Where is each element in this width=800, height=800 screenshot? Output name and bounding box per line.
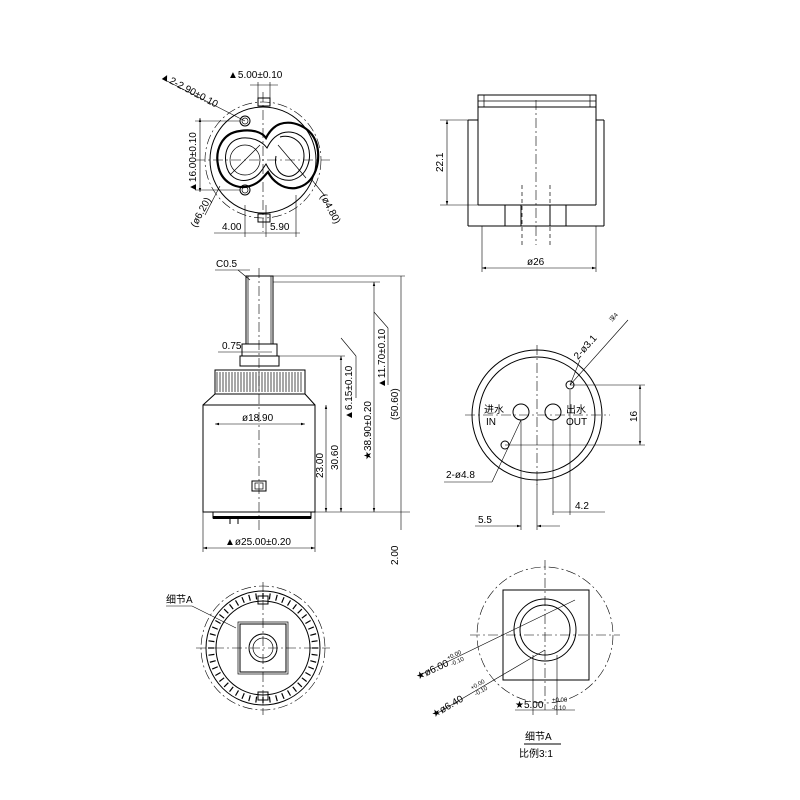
dim-0-75: 0.75	[222, 341, 242, 352]
dim-5-90: 5.90	[270, 222, 290, 233]
detail-a-view: ★ø6.00 +0.00 -0.10 ★ø6.40 +0.00 -0.10 ★5…	[415, 560, 620, 760]
top-view: ▲5.00±0.10 ▲2-2.90±0.10 ▲16.00±0.10 (ø6.…	[159, 70, 342, 237]
dim-2-d3-1: 2-ø3.1	[572, 333, 600, 362]
tol-5-00-upper: +0.00	[552, 698, 568, 704]
dim-5-5: 5.5	[478, 515, 492, 526]
side-section-view: 22.1 ø26	[435, 94, 605, 272]
dim-11-70: ▲11.70±0.10	[377, 328, 388, 388]
dim-5-00-top: ▲5.00±0.10	[228, 70, 283, 81]
dim-16: 16	[629, 410, 640, 422]
dim-depth-4: 深4	[608, 311, 621, 324]
tol-5-00-lower: -0.10	[552, 706, 566, 712]
dim-d26: ø26	[527, 257, 545, 268]
dim-2-2-90: ▲2-2.90±0.10	[159, 71, 220, 111]
detail-a-scale: 比例3:1	[519, 747, 553, 760]
outlet-label-cn: 出水	[566, 403, 586, 416]
dim-4-2: 4.2	[575, 501, 589, 512]
base-view: 细节A	[166, 582, 330, 715]
bottom-view: 进水 IN 出水 OUT 2-ø3.1 深4 16 2-ø4.8 5.5 4.2	[444, 311, 645, 530]
dim-d6-20: (ø6.20)	[189, 196, 214, 230]
inlet-label-cn: 进水	[484, 404, 504, 416]
dim-2-d4-8: 2-ø4.8	[446, 470, 475, 481]
dim-30-60: 30.60	[330, 445, 341, 470]
dim-16-00: ▲16.00±0.10	[188, 132, 199, 192]
dim-d6-00: ★ø6.00	[415, 658, 451, 683]
dim-2-00: 2.00	[390, 545, 401, 565]
dim-d18-90: ø18.90	[242, 413, 274, 424]
dim-d6-40: ★ø6.40	[430, 694, 466, 721]
dim-4-00: 4.00	[222, 222, 242, 233]
dim-38-90: ★38.90±0.20	[363, 401, 374, 460]
dim-23-00: 23.00	[315, 453, 326, 478]
inlet-label-en: IN	[486, 417, 496, 428]
detail-a-title: 细节A	[525, 730, 552, 743]
dim-d4-80: (ø4.80)	[317, 192, 342, 226]
outlet-label-en: OUT	[566, 417, 587, 428]
dim-5-00-detail: ★5.00	[515, 700, 544, 711]
detail-a-label: 细节A	[166, 593, 193, 606]
front-view: C0.5 0.75 ø18.90 23.00 30.60 ▲6.15±0.10 …	[202, 259, 410, 565]
dim-50-60: (50.60)	[390, 388, 401, 420]
dim-c0-5: C0.5	[216, 259, 238, 270]
dim-22-1: 22.1	[435, 152, 446, 172]
dim-6-15: ▲6.15±0.10	[344, 365, 355, 420]
dim-d25-00: ▲ø25.00±0.20	[225, 537, 291, 548]
knurl-teeth	[216, 372, 302, 392]
seal-outline-icon	[216, 121, 320, 190]
tol-d6-00-lower: -0.10	[450, 656, 466, 667]
